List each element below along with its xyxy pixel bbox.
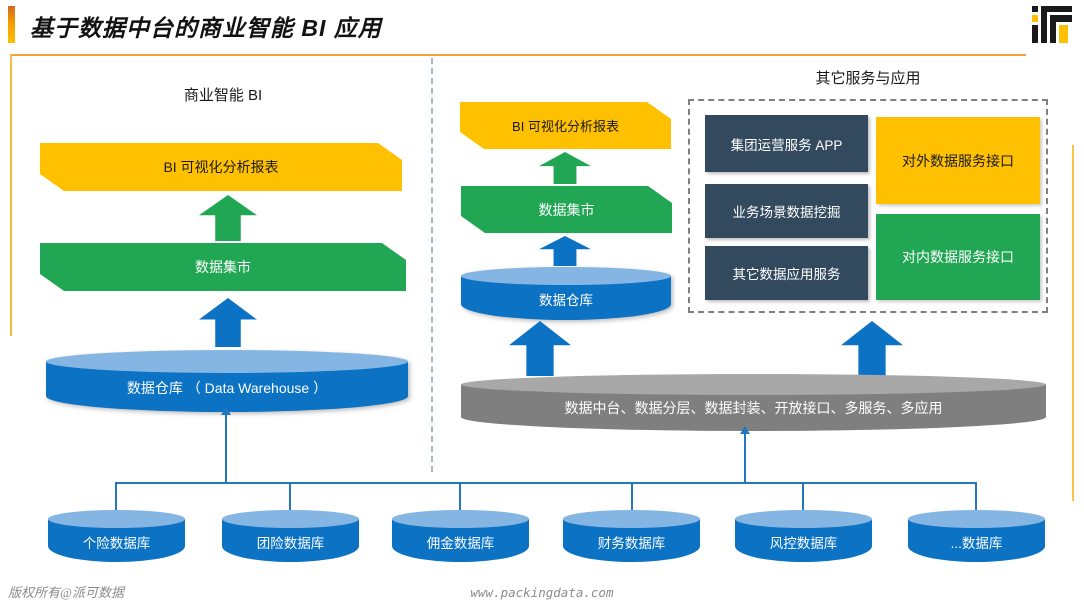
page-title: 基于数据中台的商业智能 BI 应用 (30, 15, 382, 41)
header-divider (10, 54, 1026, 56)
up-arrow-platform-to-warehouse (509, 321, 571, 376)
up-arrow-platform-to-services (841, 321, 903, 376)
bi-report-banner: BI 可视化分析报表 (40, 143, 402, 191)
connector-drop-4 (631, 482, 633, 513)
mid-report-banner: BI 可视化分析报表 (460, 102, 671, 149)
connector-drop-6 (975, 482, 977, 513)
service-box-data-mining: 业务场景数据挖掘 (705, 184, 868, 238)
bi-mart-banner: 数据集市 (40, 243, 406, 291)
title-accent-bar (8, 6, 15, 43)
warehouse-cylinder-left: 数据仓库 （ Data Warehouse ） (46, 350, 408, 412)
connector-riser-platform (740, 426, 750, 484)
db-label: 个险数据库 (82, 536, 151, 551)
db-cylinder-personal: 个险数据库 (48, 510, 185, 562)
db-label: 财务数据库 (597, 536, 666, 551)
up-arrow-blue-left (199, 298, 257, 347)
warehouse-label: 数据仓库 （ Data Warehouse ） (126, 380, 328, 396)
paike-data-logo-icon (1032, 6, 1072, 43)
bi-section-heading: 商业智能 BI (183, 87, 263, 104)
db-cylinder-commission: 佣金数据库 (392, 510, 529, 562)
left-border-accent (10, 54, 12, 336)
db-cylinder-risk: 风控数据库 (735, 510, 872, 562)
platform-label: 数据中台、数据分层、数据封装、开放接口、多服务、多应用 (564, 400, 943, 416)
warehouse-label: 数据仓库 (539, 293, 593, 308)
db-label: 风控数据库 (769, 536, 838, 551)
up-arrow-green-left (199, 195, 257, 241)
db-label: ...数据库 (950, 536, 1003, 551)
cylinder-top (461, 267, 671, 285)
connector-drop-1 (115, 482, 117, 513)
db-label: 团险数据库 (256, 536, 325, 551)
db-label: 佣金数据库 (426, 536, 495, 551)
section-separator-dashed (431, 58, 433, 472)
up-arrow-green-mid (539, 152, 591, 184)
db-cylinder-more: ...数据库 (908, 510, 1045, 562)
other-services-heading: 其它服务与应用 (815, 70, 921, 87)
right-border-accent (1072, 145, 1074, 501)
data-platform-disc: 数据中台、数据分层、数据封装、开放接口、多服务、多应用 (461, 374, 1046, 431)
db-cylinder-finance: 财务数据库 (563, 510, 700, 562)
connector-drop-5 (802, 482, 804, 513)
db-cylinder-group: 团险数据库 (222, 510, 359, 562)
connector-trunk-line (115, 482, 976, 484)
service-box-other-apps: 其它数据应用服务 (705, 246, 868, 300)
website-text: www.packingdata.com (470, 585, 614, 600)
connector-drop-2 (289, 482, 291, 513)
mid-mart-banner: 数据集市 (461, 186, 672, 233)
platform-top (461, 374, 1046, 395)
external-api-box: 对外数据服务接口 (876, 117, 1040, 204)
connector-drop-3 (459, 482, 461, 513)
cylinder-top (46, 350, 408, 373)
copyright-text: 版权所有@派可数据 (8, 585, 124, 600)
warehouse-cylinder-mid: 数据仓库 (461, 267, 671, 320)
up-arrow-blue-mid (539, 236, 591, 266)
internal-api-box: 对内数据服务接口 (876, 214, 1040, 300)
connector-riser-warehouse (221, 407, 231, 484)
service-box-group-app: 集团运营服务 APP (705, 115, 868, 172)
